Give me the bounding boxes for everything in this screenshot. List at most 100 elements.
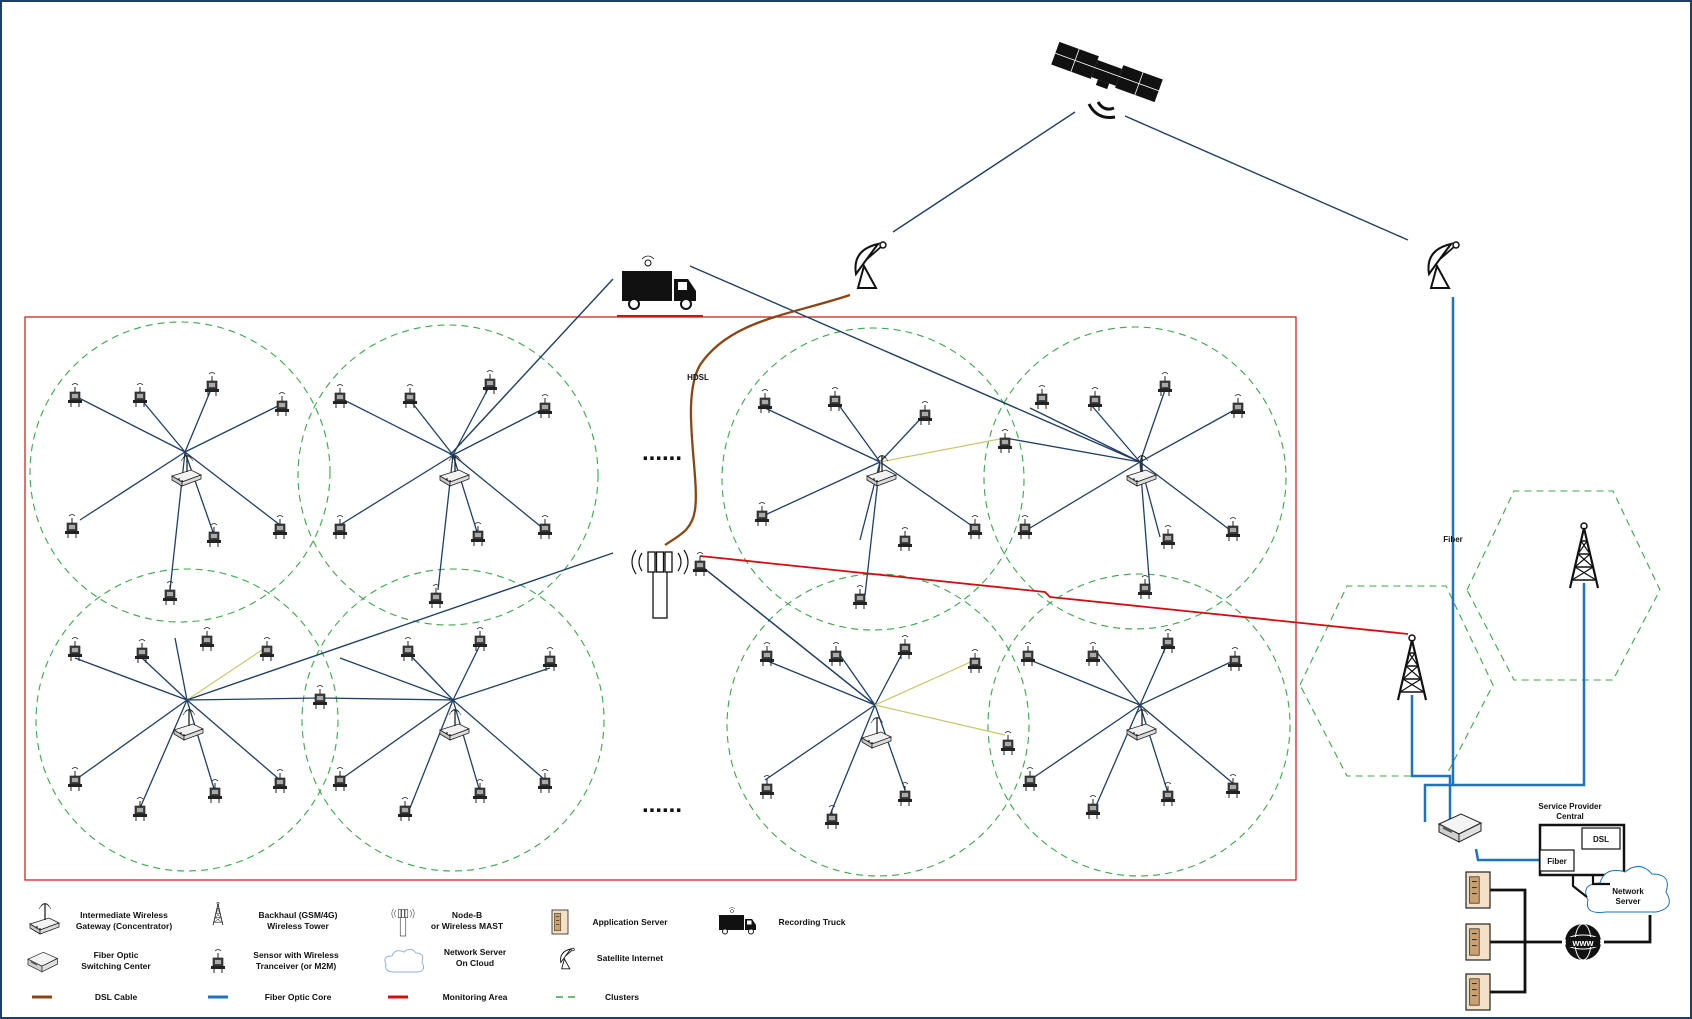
svg-text:DSL: DSL — [1593, 835, 1609, 844]
legend-satellite-label: Satellite Internet — [597, 953, 663, 963]
legend-monitoring-label: Monitoring Area — [443, 992, 508, 1002]
sensor — [199, 627, 215, 652]
legend-cloud-label: Network Server — [444, 947, 507, 957]
sensor — [1160, 629, 1176, 654]
legend-tower-label: Backhaul (GSM/4G) — [259, 910, 338, 920]
cloud-icon — [384, 948, 424, 973]
ellipsis-bottom: ...... — [642, 791, 682, 818]
svg-text:Service Provider: Service Provider — [1538, 802, 1601, 811]
sensor — [759, 775, 775, 800]
fiber-label: Fiber — [1443, 535, 1463, 544]
sensor — [472, 627, 488, 652]
svg-text:Fiber: Fiber — [1547, 857, 1567, 866]
svg-text:Tranceiver (or M2M): Tranceiver (or M2M) — [256, 961, 336, 971]
sensor — [1087, 387, 1103, 412]
svg-text:Gateway (Concentrator): Gateway (Concentrator) — [76, 921, 173, 931]
sensor — [542, 647, 558, 672]
satellite-dish-right — [1427, 241, 1460, 289]
sensor — [828, 642, 844, 667]
sensor — [1157, 372, 1173, 397]
backhaul-tower-icon — [212, 901, 224, 926]
sensor — [470, 522, 486, 547]
satellite-signal-icon — [1087, 101, 1116, 119]
svg-text:www: www — [1571, 938, 1594, 948]
backhaul-tower-left — [1396, 633, 1428, 702]
sensor — [1085, 642, 1101, 667]
legend-sensor-label: Sensor with Wireless — [253, 950, 339, 960]
gateway-icon — [29, 902, 60, 935]
legend-gateway-label: Intermediate Wireless — [80, 910, 168, 920]
legend: Intermediate Wireless Gateway (Concentra… — [27, 901, 846, 1002]
sensor — [206, 523, 222, 548]
sensor — [1225, 517, 1241, 542]
cluster-links — [74, 384, 1239, 816]
sensor — [67, 383, 83, 408]
sensor — [917, 401, 933, 426]
node-b-mast — [631, 549, 689, 619]
cluster-2 — [297, 324, 599, 626]
sensor — [204, 372, 220, 397]
legend-switch-label: Fiber Optic — [94, 950, 139, 960]
sensor — [67, 767, 83, 792]
svg-text:or Wireless MAST: or Wireless MAST — [431, 921, 504, 931]
fiber-switch — [1438, 813, 1482, 843]
sensor — [1085, 795, 1101, 820]
sensor — [852, 585, 868, 610]
recording-truck-icon — [718, 907, 757, 935]
sensor — [207, 779, 223, 804]
sensor — [332, 767, 348, 792]
sensor — [1227, 647, 1243, 672]
gateway — [861, 716, 892, 749]
sensor — [1022, 767, 1038, 792]
sensor — [272, 769, 288, 794]
hdsl-label: HDSL — [687, 373, 709, 382]
sensor — [537, 394, 553, 419]
sensor — [482, 370, 498, 395]
sensor — [428, 584, 444, 609]
sensor — [537, 769, 553, 794]
ellipsis-top: ...... — [642, 439, 682, 466]
application-server — [1465, 871, 1491, 909]
svg-text:On Cloud: On Cloud — [456, 958, 494, 968]
svg-text:Wireless Tower: Wireless Tower — [267, 921, 329, 931]
legend-fiber-label: Fiber Optic Core — [265, 992, 332, 1002]
application-server — [1465, 973, 1491, 1011]
short-links — [186, 437, 1006, 736]
sensor — [757, 389, 773, 414]
gateway — [171, 454, 202, 487]
sensor — [67, 637, 83, 662]
legend-nodeb-label: Node-B — [452, 910, 482, 920]
legend-clusters-label: Clusters — [605, 992, 639, 1002]
www-globe-icon: www — [1564, 923, 1602, 961]
sensor — [1225, 774, 1241, 799]
sensor — [1160, 782, 1176, 807]
sensor — [537, 515, 553, 540]
application-server-icon — [551, 909, 569, 935]
sensor — [472, 779, 488, 804]
sensor — [754, 502, 770, 527]
sensor — [1020, 642, 1036, 667]
satellite-dish-icon — [560, 947, 575, 970]
sensor — [897, 635, 913, 660]
sensor — [64, 514, 80, 539]
sensor — [134, 639, 150, 664]
cluster-6 — [983, 326, 1287, 630]
sensor — [274, 392, 290, 417]
cell-hex-1 — [1299, 585, 1494, 777]
sensor — [824, 805, 840, 830]
sensor — [897, 782, 913, 807]
sensor — [132, 797, 148, 822]
fiber-core — [1410, 297, 1586, 862]
sensor — [1230, 394, 1246, 419]
satellite-dish-left — [854, 241, 887, 289]
svg-text:Central: Central — [1556, 812, 1584, 821]
network-server-cloud: Network Server — [1585, 866, 1670, 913]
legend-dsl-label: DSL Cable — [95, 992, 138, 1002]
clusters — [29, 321, 1661, 877]
sensor — [332, 515, 348, 540]
service-provider-central: Service Provider Central DSL Fiber — [1538, 802, 1626, 877]
server-cabling — [1490, 888, 1652, 994]
recording-truck — [621, 255, 697, 310]
cluster-8 — [987, 573, 1291, 877]
sensor — [312, 685, 328, 710]
